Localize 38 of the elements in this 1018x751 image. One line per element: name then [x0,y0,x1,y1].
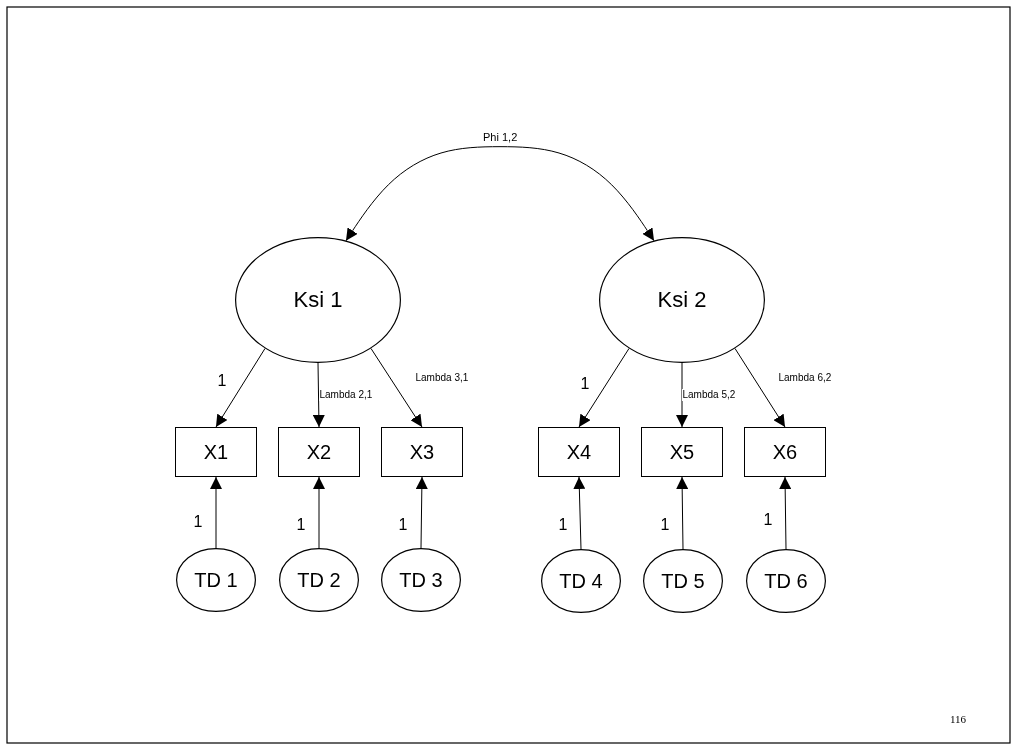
node-label: X5 [669,440,695,464]
node-label: X1 [203,440,229,464]
node-label: X6 [772,440,798,464]
node-label: TD 3 [399,568,443,592]
arrow [734,348,786,428]
arrow [210,476,222,549]
node-label: Ksi 1 [293,287,343,313]
arrow [779,476,792,550]
arrow [370,348,423,428]
arrow [312,362,325,428]
edge-label: Lambda 6,2 [777,372,833,384]
node-label: TD 1 [194,568,238,592]
arrow [215,348,266,428]
edge-label: Lambda 2,1 [318,389,374,401]
covariance-arrow [345,146,655,242]
observed-variable-box [744,427,826,477]
arrow [415,476,428,549]
node-label: X3 [409,440,435,464]
observed-variable-box [278,427,360,477]
node-label: TD 4 [559,569,603,593]
edge-label: Phi 1,2 [482,130,519,144]
node-label: TD 5 [661,569,705,593]
observed-variable-box [538,427,620,477]
arrow [313,476,325,549]
node-label: TD 2 [297,568,341,592]
observed-variable-box [381,427,463,477]
node-label: TD 6 [764,569,808,593]
edge-label: Lambda 5,2 [681,389,737,401]
observed-variable-box [641,427,723,477]
arrow [676,476,689,550]
node-label: Ksi 2 [657,287,707,313]
arrow [578,348,630,428]
page-number: 116 [950,713,967,725]
edge-label: Lambda 3,1 [414,372,470,384]
arrow [573,476,586,550]
observed-variable-box [175,427,257,477]
node-label: X2 [306,440,332,464]
node-label: X4 [566,440,592,464]
